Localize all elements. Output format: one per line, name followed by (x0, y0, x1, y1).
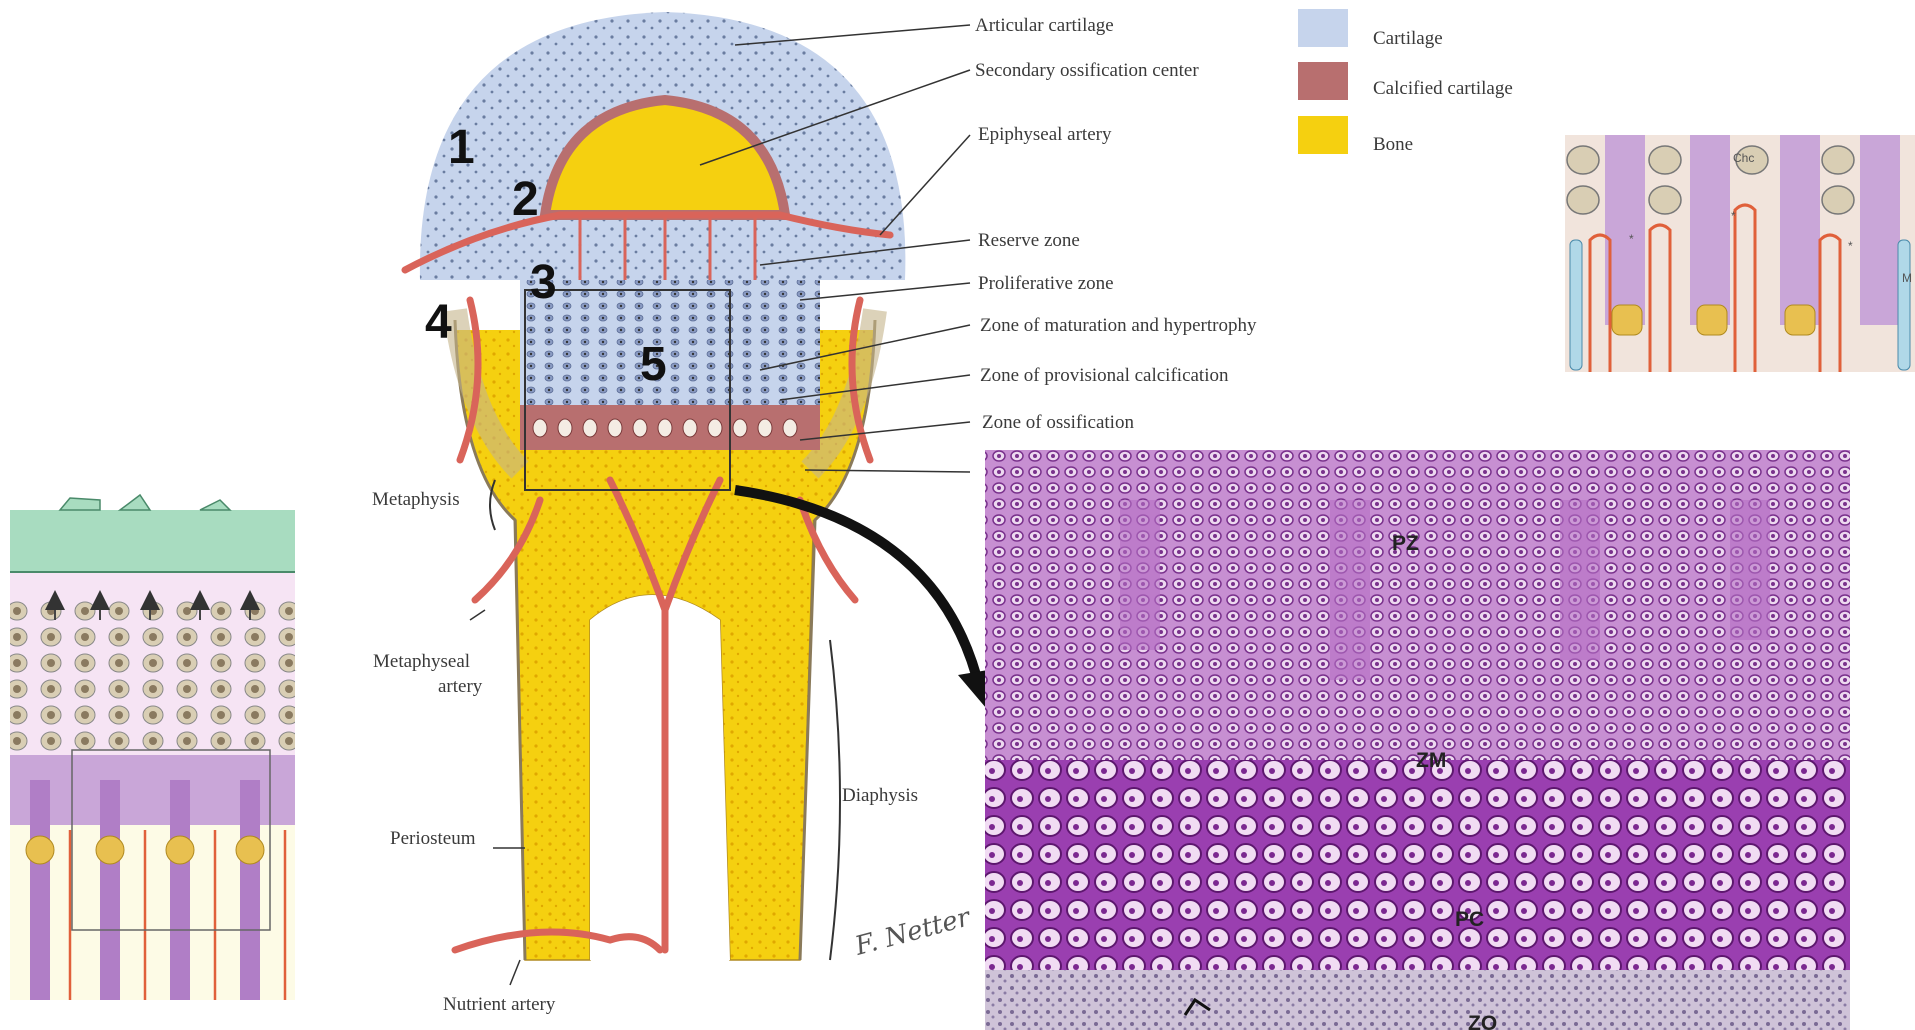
bone-illustration (405, 12, 1000, 960)
label-epiphyseal-artery: Epiphyseal artery (978, 124, 1112, 145)
label-zone-ossification: Zone of ossification (982, 412, 1134, 433)
label-metaphyseal-artery-2: artery (438, 676, 483, 697)
label-zone-calcification: Zone of provisional calcification (980, 365, 1229, 386)
label-reserve-zone: Reserve zone (978, 230, 1080, 251)
number-5: 5 (640, 338, 667, 391)
label-articular-cartilage: Articular cartilage (975, 15, 1114, 36)
histo-label-zm: ZM (1416, 749, 1446, 772)
inset-label-chc: Chc (1733, 151, 1754, 165)
number-4: 4 (425, 296, 452, 349)
number-3: 3 (530, 256, 557, 309)
label-metaphysis: Metaphysis (372, 489, 460, 510)
histo-label-pz: PZ (1392, 532, 1419, 555)
legend: Cartilage Calcified cartilage Bone (1298, 9, 1513, 155)
label-zone-maturation: Zone of maturation and hypertrophy (980, 315, 1257, 336)
label-nutrient-artery: Nutrient artery (443, 994, 556, 1015)
inset-label-m: M (1902, 271, 1912, 285)
histo-label-pc: PC (1455, 908, 1484, 931)
label-metaphyseal-artery-1: Metaphyseal (373, 651, 470, 672)
legend-swatch-cartilage (1298, 9, 1348, 47)
legend-label-calcified-cartilage: Calcified cartilage (1373, 78, 1513, 99)
label-secondary-ossification-center: Secondary ossification center (975, 60, 1199, 81)
inset-star-1: * (1629, 232, 1634, 246)
inset-star-2: * (1731, 209, 1736, 223)
inset-schematic: Chc M * * * (1565, 135, 1915, 372)
histo-label-zo: ZO (1468, 1012, 1497, 1030)
inset-star-3: * (1848, 239, 1853, 253)
number-2: 2 (512, 173, 539, 226)
label-periosteum: Periosteum (390, 828, 476, 849)
histology-micrograph: PZ ZM PC ZO (985, 450, 1850, 1030)
artist-signature: F. Netter (851, 902, 975, 962)
left-schematic (10, 495, 295, 1000)
label-diaphysis: Diaphysis (842, 785, 918, 806)
label-proliferative-zone: Proliferative zone (978, 273, 1114, 294)
legend-label-cartilage: Cartilage (1373, 28, 1443, 49)
legend-swatch-bone (1298, 116, 1348, 154)
legend-swatch-calcified-cartilage (1298, 62, 1348, 100)
number-1: 1 (448, 121, 475, 174)
legend-label-bone: Bone (1373, 134, 1413, 155)
